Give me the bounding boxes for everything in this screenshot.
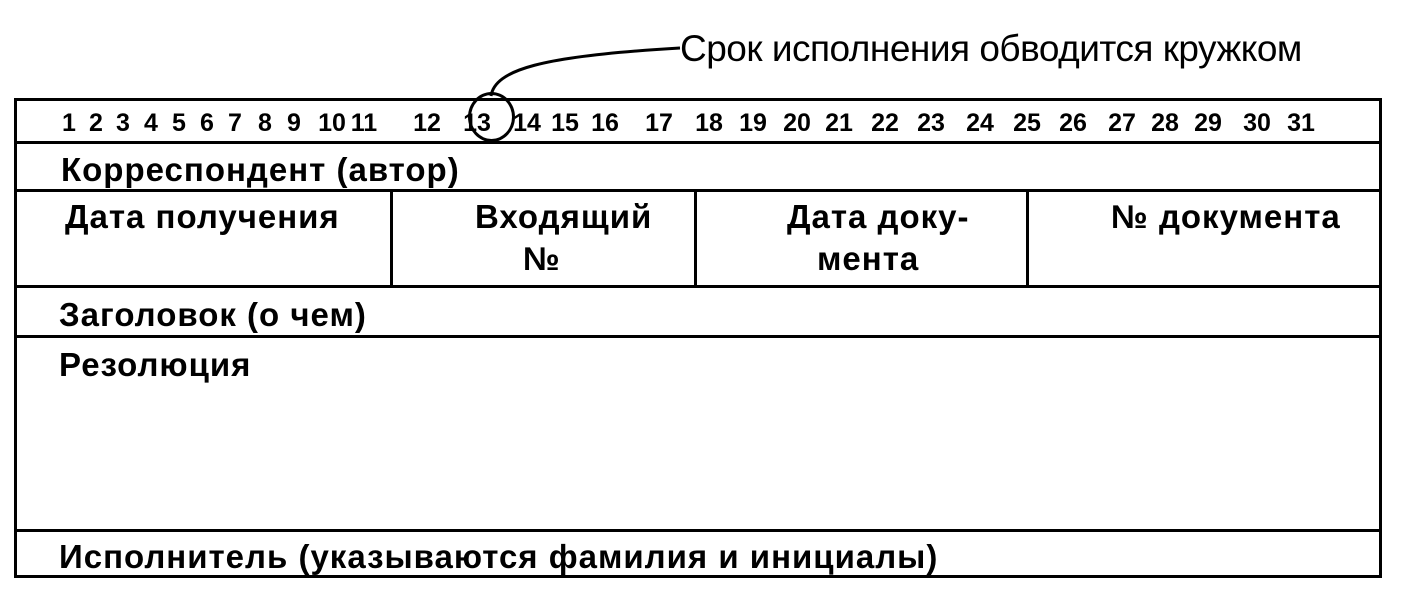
day-24: 24	[966, 109, 994, 137]
receipt-date-cell: Дата получения	[17, 192, 393, 285]
due-date-circle	[468, 92, 515, 142]
document-details-row: Дата получения Входящий № Дата доку- мен…	[17, 192, 1379, 288]
incoming-number-label: Входящий №	[475, 196, 652, 280]
day-2: 2	[89, 109, 103, 137]
incoming-number-cell: Входящий №	[393, 192, 697, 285]
title-row: Заголовок (о чем)	[17, 288, 1379, 338]
document-number-cell: № документа	[1029, 192, 1379, 285]
day-31: 31	[1287, 109, 1315, 137]
resolution-label: Резолюция	[59, 346, 252, 383]
due-date-callout: Срок исполнения обводится кружком	[680, 28, 1302, 69]
incoming-number-line2: №	[523, 240, 561, 277]
document-date-line2: мента	[817, 240, 920, 277]
document-number-label: № документа	[1111, 196, 1341, 238]
day-27: 27	[1108, 109, 1136, 137]
resolution-row: Резолюция	[17, 338, 1379, 532]
incoming-number-line1: Входящий	[475, 198, 653, 235]
day-12: 12	[413, 109, 441, 137]
day-16: 16	[591, 109, 619, 137]
day-28: 28	[1151, 109, 1179, 137]
correspondent-label: Корреспондент (автор)	[61, 151, 460, 188]
day-17: 17	[645, 109, 673, 137]
receipt-date-text: Дата получения	[65, 198, 340, 235]
executor-row: Исполнитель (указываются фамилия и иници…	[17, 532, 1379, 578]
day-9: 9	[287, 109, 301, 137]
day-30: 30	[1243, 109, 1271, 137]
day-23: 23	[917, 109, 945, 137]
correspondent-row: Корреспондент (автор)	[17, 144, 1379, 192]
day-25: 25	[1013, 109, 1041, 137]
document-date-label: Дата доку- мента	[787, 196, 970, 280]
day-4: 4	[144, 109, 158, 137]
document-date-cell: Дата доку- мента	[697, 192, 1029, 285]
day-14: 14	[513, 109, 541, 137]
document-number-text: № документа	[1111, 198, 1341, 235]
day-20: 20	[783, 109, 811, 137]
day-5: 5	[172, 109, 186, 137]
day-26: 26	[1059, 109, 1087, 137]
day-18: 18	[695, 109, 723, 137]
document-date-line1: Дата доку-	[787, 198, 970, 235]
day-7: 7	[228, 109, 242, 137]
day-22: 22	[871, 109, 899, 137]
day-11: 11	[350, 109, 378, 137]
day-29: 29	[1194, 109, 1222, 137]
day-15: 15	[551, 109, 579, 137]
day-21: 21	[825, 109, 853, 137]
day-8: 8	[258, 109, 272, 137]
executor-label: Исполнитель (указываются фамилия и иници…	[59, 538, 939, 575]
day-10: 10	[318, 109, 346, 137]
day-6: 6	[200, 109, 214, 137]
day-3: 3	[116, 109, 130, 137]
title-label: Заголовок (о чем)	[59, 296, 367, 333]
day-1: 1	[62, 109, 76, 137]
receipt-date-label: Дата получения	[65, 196, 340, 238]
day-19: 19	[739, 109, 767, 137]
